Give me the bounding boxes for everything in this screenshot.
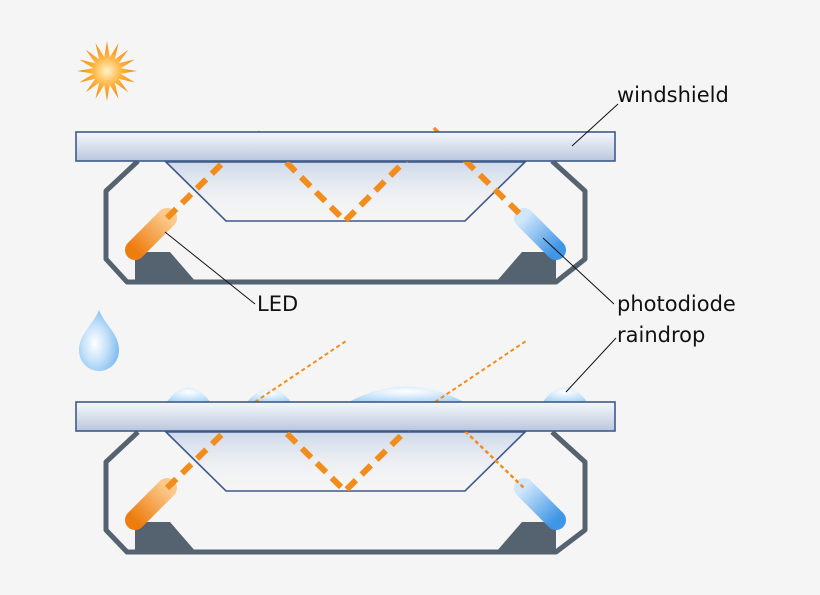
escaped-light [434, 340, 527, 403]
sensor-housing [103, 430, 588, 555]
sensor-housing [103, 159, 588, 285]
escaped-light [254, 340, 347, 403]
prism [164, 431, 527, 492]
photodiode-receiver [514, 478, 566, 530]
raindrop-on-glass [542, 387, 588, 403]
sensor-wet [75, 340, 616, 555]
label-photodiode: photodiode [617, 292, 736, 316]
led-emitter [125, 478, 177, 530]
sensor-dry [75, 126, 616, 285]
raindrop-on-glass [166, 387, 211, 403]
label-led: LED [257, 292, 298, 316]
raindrop-on-glass [347, 386, 466, 403]
windshield [75, 401, 616, 432]
raindrop-icon [79, 310, 119, 371]
leader-photodiode [542, 237, 615, 305]
leader-windshield [571, 103, 619, 147]
leader-raindrop [565, 337, 617, 393]
sun-icon [77, 41, 137, 101]
raindrop-on-glass [246, 389, 292, 403]
windshield [75, 131, 616, 162]
prism [164, 161, 527, 222]
label-windshield: windshield [617, 83, 729, 107]
photodiode-mount [496, 522, 556, 552]
leader-led [164, 231, 256, 305]
led-mount [135, 522, 196, 552]
led-emitter [125, 208, 177, 260]
led-mount [135, 252, 196, 282]
photodiode-mount [496, 252, 556, 282]
label-raindrop: raindrop [617, 323, 705, 347]
